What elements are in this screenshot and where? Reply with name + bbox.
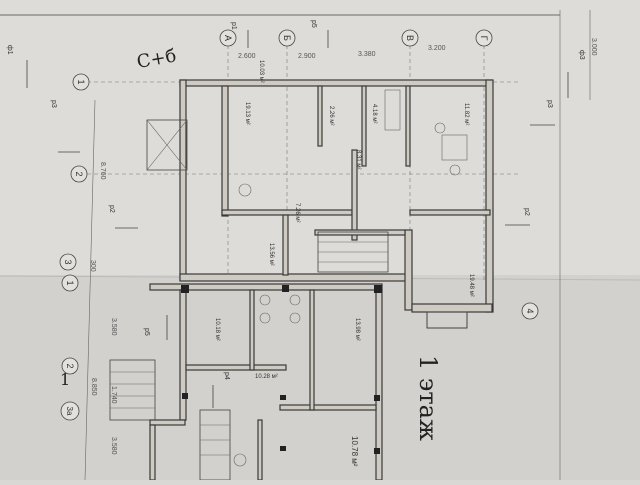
floor-title: 1 этаж [414,355,442,441]
room-area-label: 7.26 м² [294,203,300,222]
section-label: р2 [108,205,115,213]
section-label: р1 [230,22,237,30]
dimension-label: 300 [89,260,96,272]
handwritten-mark: 1 [60,370,70,389]
section-label: р5 [310,20,317,28]
room-area-label: 13.98 м² [354,318,360,341]
room-area-label: 10.03 м² [258,60,264,83]
dimension-label: 2.600 [238,53,256,60]
room-area-label: 11.82 м² [463,103,469,125]
room-area-label: 13.56 м² [268,243,274,266]
grid-label: 3а [65,407,74,416]
lower-walls [149,283,383,481]
grid-label: 2 [65,363,75,368]
grid-label: 3 [63,259,73,264]
section-label: ф1 [6,45,13,55]
dimension-label: 3.580 [110,437,117,455]
grid-label: Г [479,36,489,41]
room-area-label: 8.31 м² [355,150,361,169]
dimension-label: 8.760 [99,162,106,180]
grid-label: Б [282,35,292,41]
section-marks: р1 р5 ф1 ф3 р3 р3 р2 р2 р5 р4 [6,20,585,408]
room-area-label: 10.18 м² [214,318,220,341]
dimensions: 2.600 2.900 3.380 3.200 3.000 8.760 300 … [89,38,597,455]
grid-label: 4 [525,308,535,313]
section-label: р3 [50,100,57,108]
dimension-label: 3.200 [428,45,446,52]
room-area-label: 19.13 м² [244,102,250,125]
dimension-label: 3.380 [358,51,376,58]
room-area-label: 4.18 м² [371,104,377,123]
section-label: р5 [143,328,150,336]
room-areas: 10.03 м² 19.13 м² 2.26 м² 4.18 м² 11.82 … [214,60,474,467]
dimension-line [84,99,96,481]
room-area-label: 2.26 м² [328,106,334,125]
section-label: р3 [546,100,553,108]
section-label: ф3 [578,50,585,60]
section-label: р4 [223,372,230,380]
grid-numbers: 1 2 3 1 2 3а 4 [59,73,539,421]
grid-letters: А Б В Г [219,29,493,47]
room-area-label: 10.78 м² [350,436,359,467]
grid-label: А [223,35,233,41]
room-area-label: 10.28 м² [255,374,278,380]
dimension-label: 1.740 [110,386,117,404]
room-area-label: 19.48 м² [468,274,474,297]
dimension-label: 3.000 [590,38,597,56]
upper-walls [179,79,494,329]
section-label: р2 [523,208,530,216]
grid-label: 2 [74,171,84,176]
dimension-label: 3.580 [110,318,117,336]
grid-label: 1 [65,280,75,285]
grid-label: В [405,35,415,41]
fixtures [233,89,468,467]
dimension-label: 2.900 [298,53,316,60]
dimension-label: 8.850 [90,378,97,396]
grid-label: 1 [76,79,86,84]
